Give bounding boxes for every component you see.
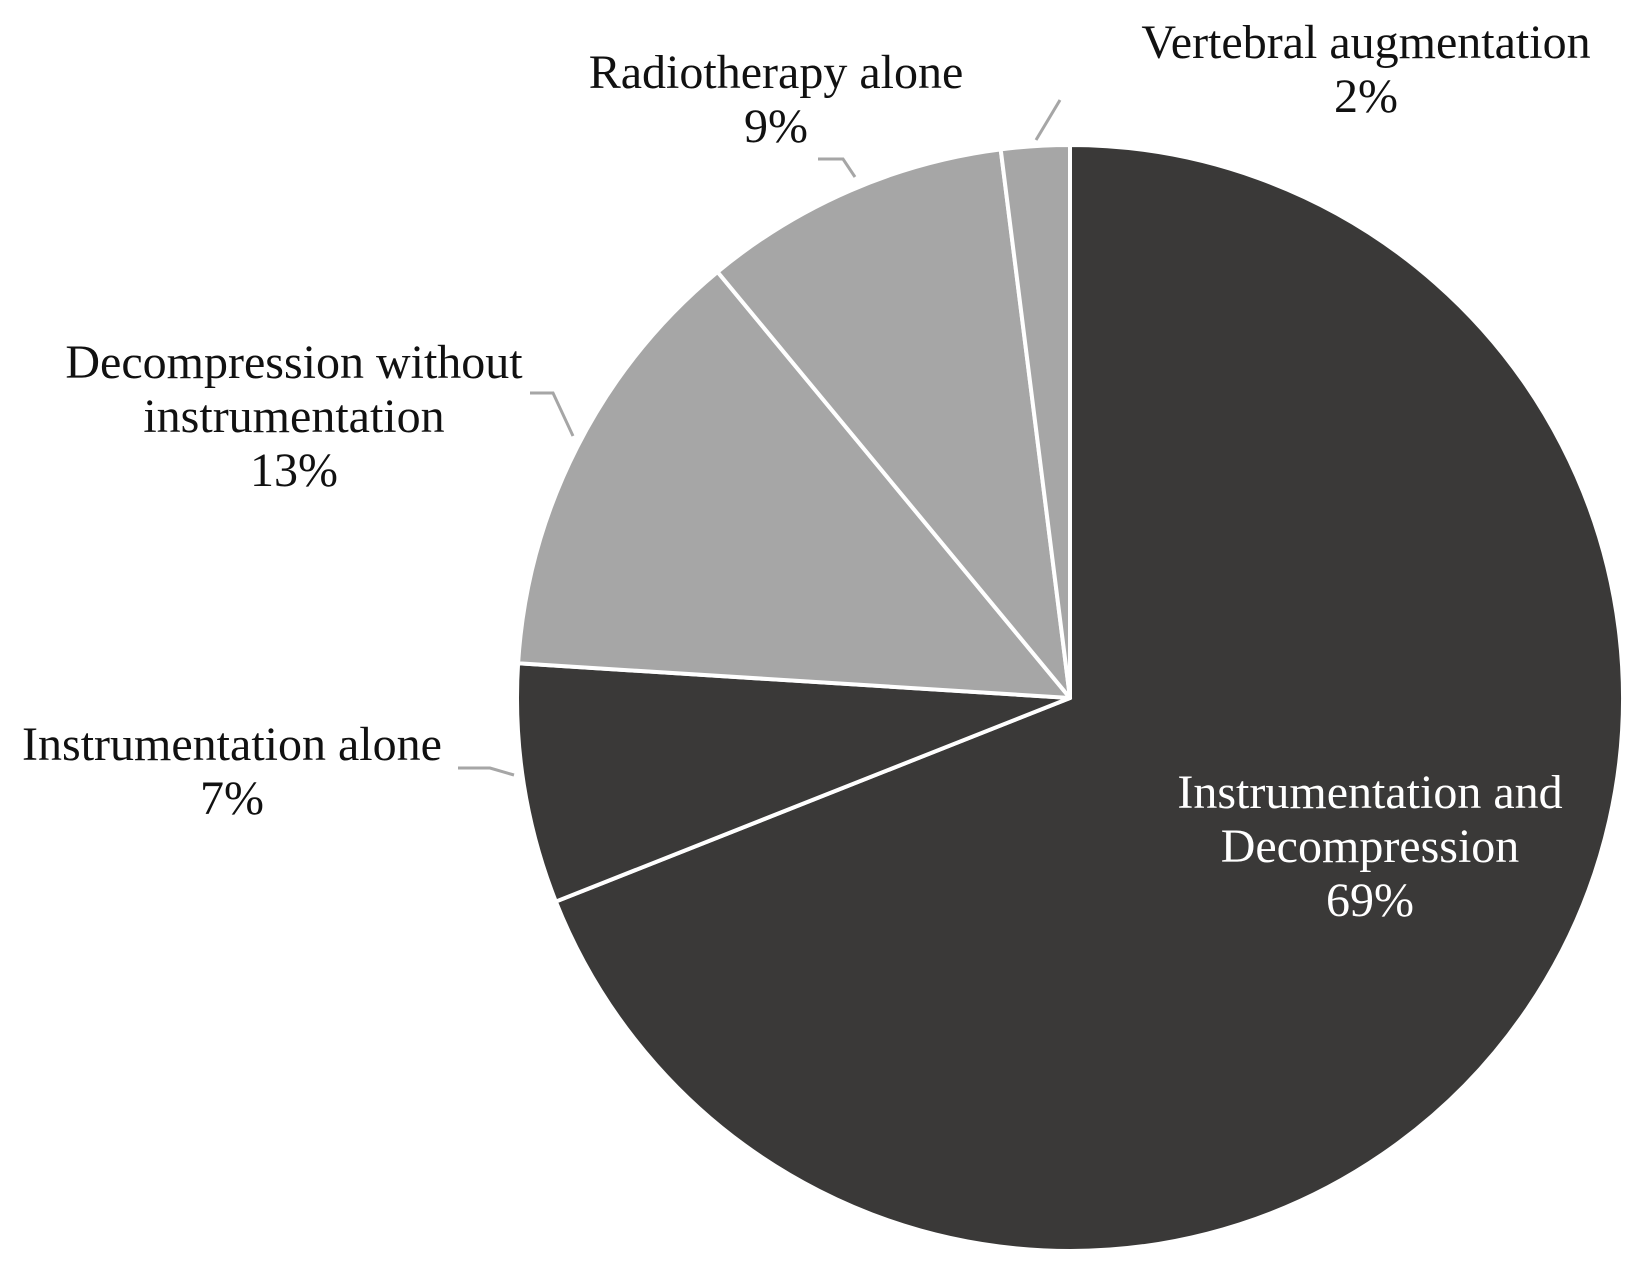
slices-layer (515, 143, 1625, 1253)
slice-category-label: instrumentation (143, 390, 444, 443)
leader-line (458, 766, 515, 777)
slice-category-label: Instrumentation and (1177, 766, 1562, 819)
leader-line (530, 391, 575, 437)
slice-percent-label: 69% (1326, 874, 1414, 927)
slice-category-label: Radiotherapy alone (589, 46, 964, 99)
slice-category-label: Vertebral augmentation (1141, 16, 1590, 69)
pie-slice (715, 147, 1072, 700)
pie-slice (515, 661, 1072, 904)
leader-lines-layer (458, 99, 1062, 777)
slice-percent-label: 2% (1334, 70, 1398, 123)
slice-category-label: Instrumentation alone (22, 718, 442, 771)
pie-slice (998, 143, 1072, 700)
slice-percent-label: 13% (250, 444, 338, 497)
leader-line (1034, 99, 1062, 141)
pie-slice (553, 143, 1625, 1253)
slice-percent-label: 9% (744, 100, 808, 153)
slice-category-label: Decompression without (65, 336, 523, 389)
slice-category-label: Decompression (1221, 820, 1520, 873)
slice-percent-label: 7% (200, 772, 264, 825)
pie-slice (516, 269, 1072, 700)
leader-line (818, 157, 857, 178)
